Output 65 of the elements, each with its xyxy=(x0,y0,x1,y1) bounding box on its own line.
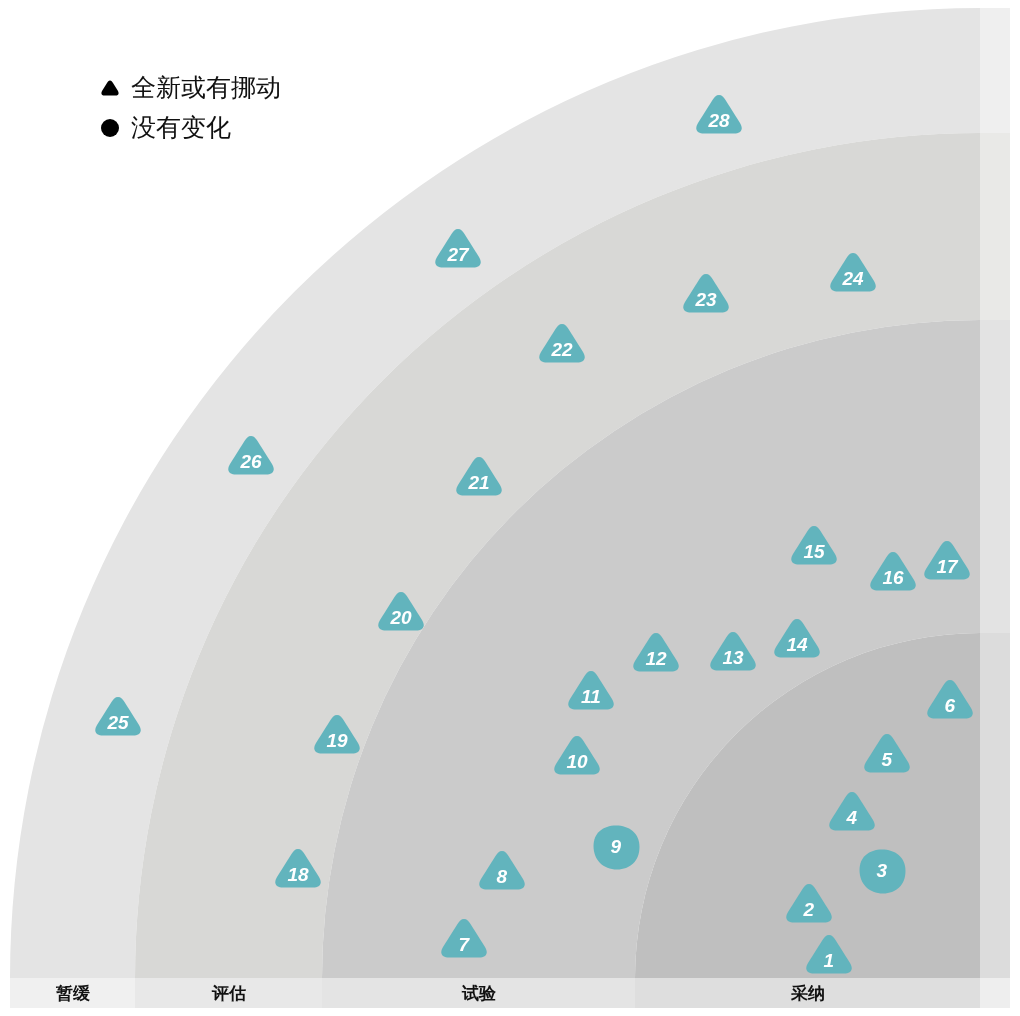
circle-blip xyxy=(858,848,906,894)
triangle-blip xyxy=(632,632,680,672)
ring-label: 试验 xyxy=(461,983,496,1003)
triangle-blip xyxy=(926,679,974,719)
blip-number: 19 xyxy=(326,732,348,750)
blip-number: 11 xyxy=(581,688,601,706)
blip-number: 8 xyxy=(496,868,508,886)
ring-label: 暂缓 xyxy=(55,983,90,1003)
circle-blip xyxy=(592,824,640,870)
ring-label: 采纳 xyxy=(790,983,825,1003)
triangle-blip xyxy=(805,934,853,974)
blip-number: 26 xyxy=(240,453,262,471)
blip-number: 25 xyxy=(107,714,129,732)
triangle-blip xyxy=(709,631,757,671)
blip-number: 12 xyxy=(645,650,667,668)
triangle-blip xyxy=(863,733,911,773)
blip-number: 20 xyxy=(390,609,412,627)
legend-text: 全新或有挪动 xyxy=(131,74,281,102)
blip-number: 10 xyxy=(566,753,588,771)
blip-number: 28 xyxy=(708,112,730,130)
blip-number: 2 xyxy=(803,901,815,919)
triangle-blip xyxy=(923,540,971,580)
triangle-blip xyxy=(274,848,322,888)
ring-band xyxy=(635,633,1010,1008)
triangle-blip xyxy=(377,591,425,631)
blip-number: 21 xyxy=(468,474,490,492)
blip-number: 13 xyxy=(722,649,744,667)
triangle-blip xyxy=(695,94,743,134)
triangle-blip xyxy=(790,525,838,565)
triangle-blip xyxy=(478,850,526,890)
blip-number: 23 xyxy=(695,291,717,309)
triangle-blip xyxy=(313,714,361,754)
blip-number: 22 xyxy=(551,341,573,359)
ring-band xyxy=(322,320,1010,1008)
triangle-blip xyxy=(773,618,821,658)
blip-number: 6 xyxy=(944,697,956,715)
triangle-blip xyxy=(785,883,833,923)
triangle-blip xyxy=(869,551,917,591)
triangle-blip xyxy=(682,273,730,313)
blip-number: 17 xyxy=(936,558,958,576)
triangle-blip xyxy=(94,696,142,736)
blip-number: 14 xyxy=(786,636,808,654)
triangle-blip xyxy=(538,323,586,363)
blip-number: 24 xyxy=(842,270,864,288)
triangle-blip xyxy=(434,228,482,268)
blip-number: 27 xyxy=(447,246,469,264)
blip-number: 3 xyxy=(876,862,888,880)
triangle-blip xyxy=(828,791,876,831)
blip-number: 9 xyxy=(610,838,622,856)
blip-number: 18 xyxy=(287,866,309,884)
blip-number: 4 xyxy=(846,809,858,827)
blip-number: 7 xyxy=(458,936,470,954)
blip-number: 16 xyxy=(882,569,904,587)
blip-number: 15 xyxy=(803,543,825,561)
triangle-blip xyxy=(227,435,275,475)
triangle-blip xyxy=(567,670,615,710)
blip-number: 1 xyxy=(823,952,835,970)
triangle-blip xyxy=(440,918,488,958)
ring-label: 评估 xyxy=(211,983,246,1003)
triangle-blip xyxy=(553,735,601,775)
blip-number: 5 xyxy=(881,751,893,769)
triangle-blip xyxy=(455,456,503,496)
legend-text: 没有变化 xyxy=(131,114,231,142)
triangle-blip xyxy=(829,252,877,292)
ring-band xyxy=(10,8,1010,1008)
